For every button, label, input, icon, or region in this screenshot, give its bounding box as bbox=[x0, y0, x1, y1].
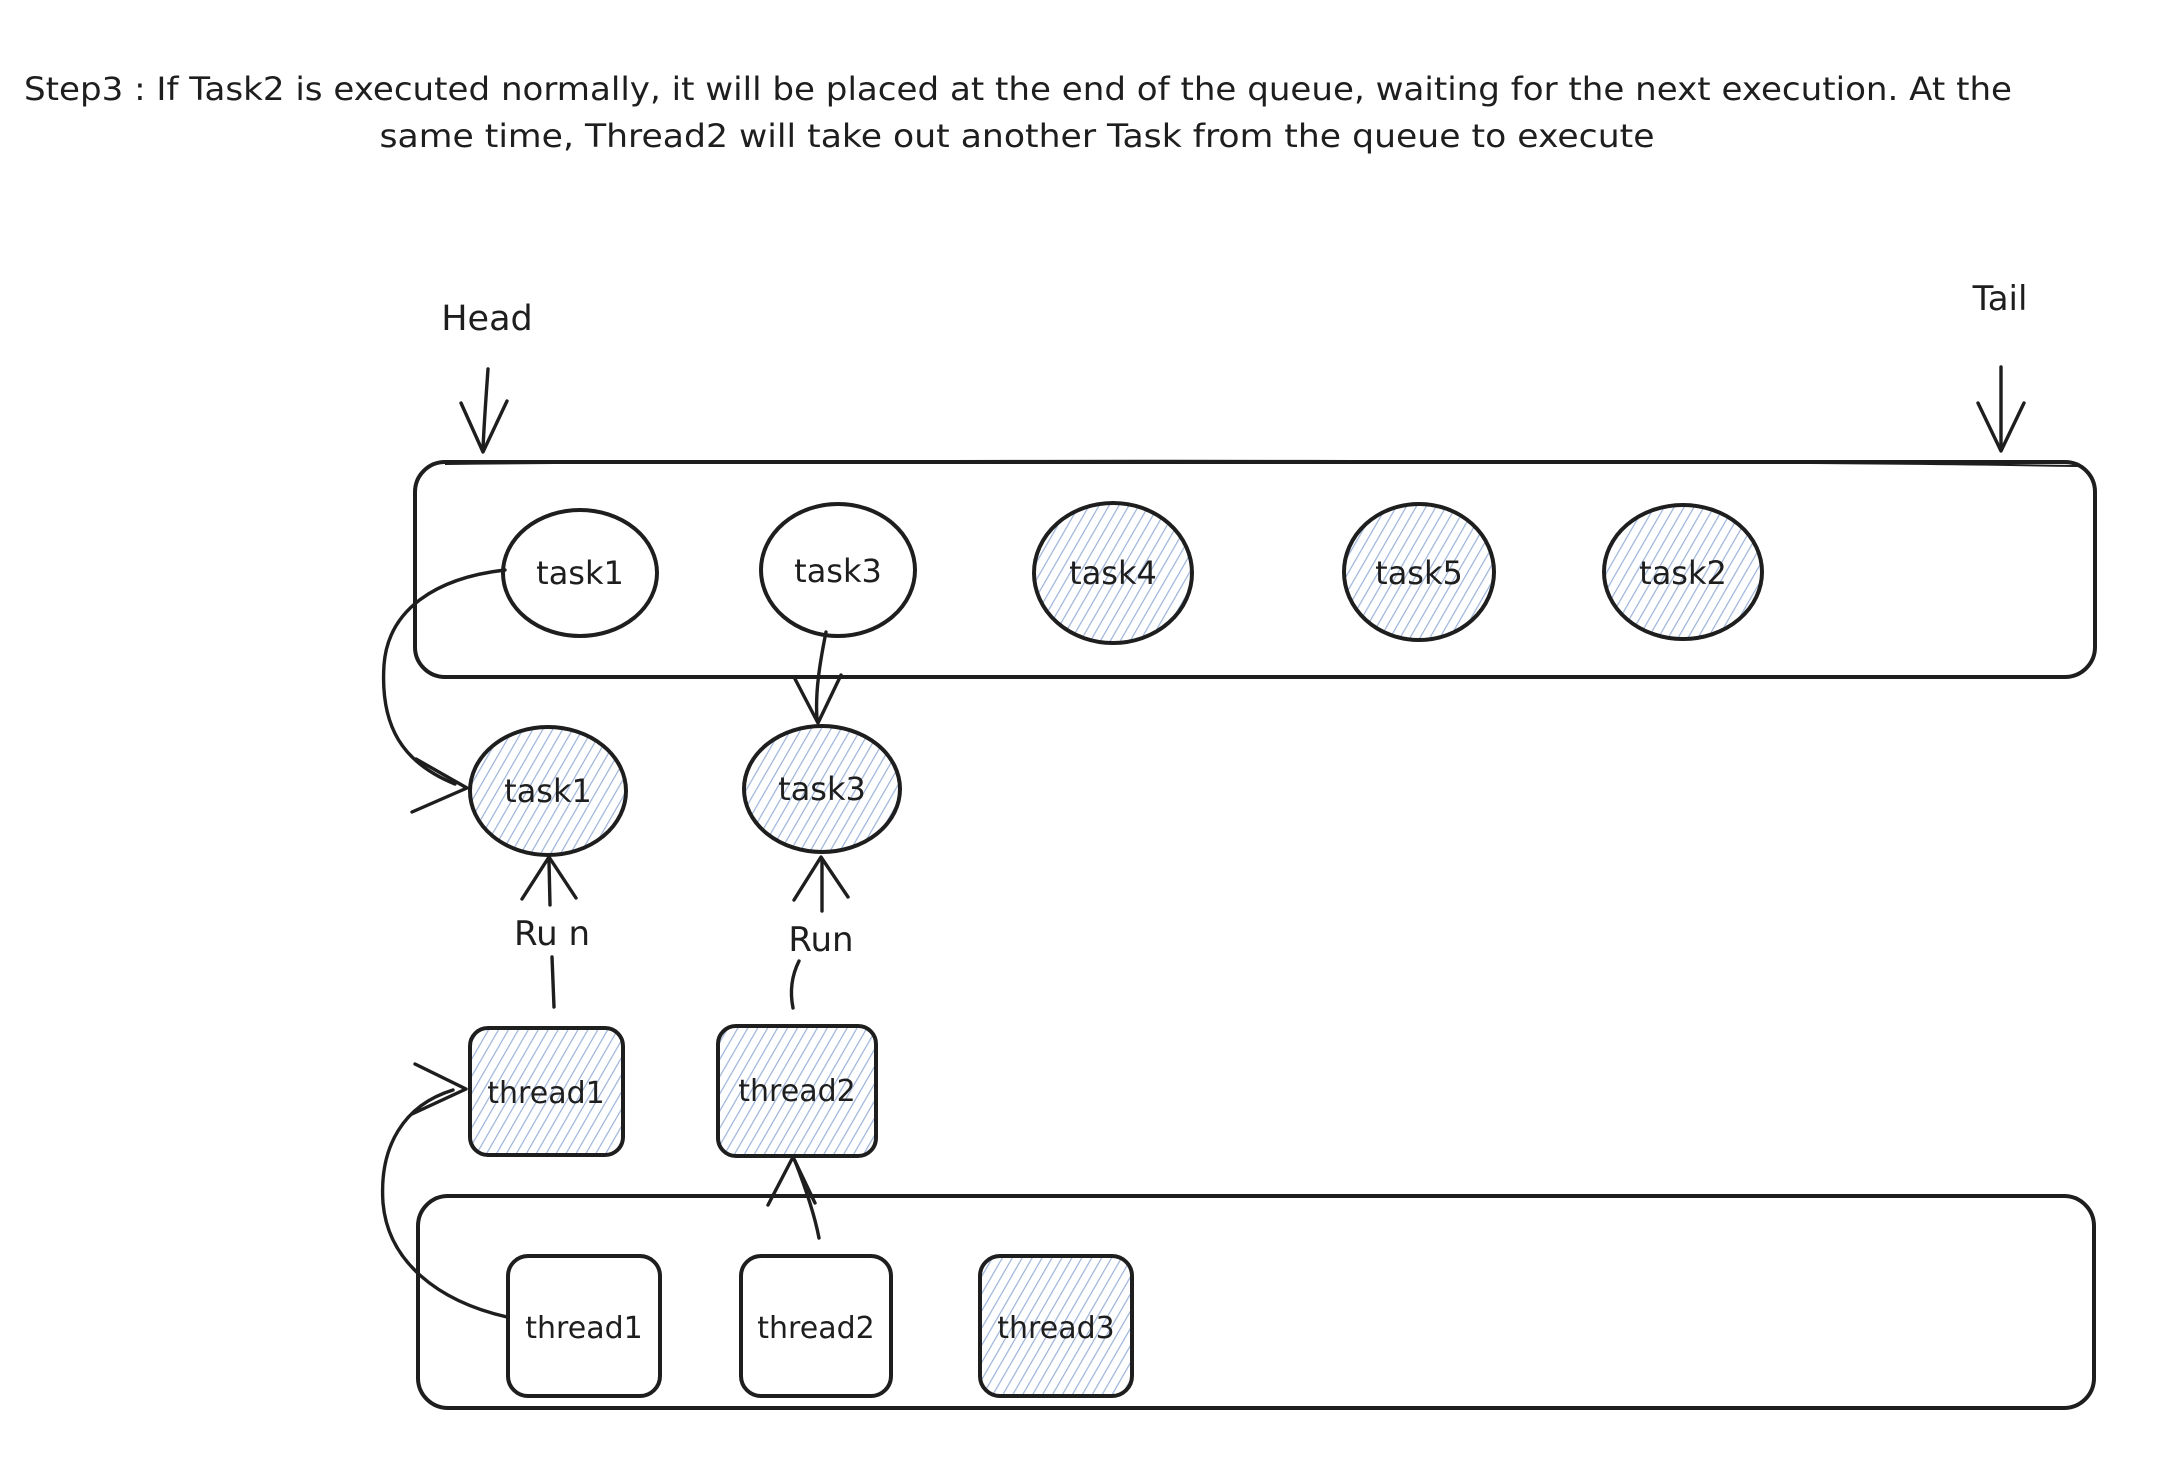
running-node-task1-label: task1 bbox=[504, 772, 592, 810]
running-thread2-box bbox=[716, 1024, 878, 1158]
thread-pool-container bbox=[416, 1194, 2096, 1410]
thread1-reuse-arrow-head bbox=[410, 1062, 468, 1116]
queue-node-task5-label: task5 bbox=[1375, 554, 1463, 592]
running-thread1-box bbox=[468, 1026, 625, 1157]
queue-node-task3-label: task3 bbox=[794, 552, 882, 590]
pool-thread2-box bbox=[739, 1254, 893, 1398]
running-node-task3 bbox=[742, 724, 902, 854]
queue-node-task1-label: task1 bbox=[536, 554, 624, 592]
dequeue-arrows bbox=[381, 568, 843, 814]
running-tasks: task1 task3 Ru n Run thread1 thread2 bbox=[468, 724, 902, 1158]
task-queue-top-sketch-line bbox=[444, 459, 2079, 467]
run-label-task3: Run bbox=[788, 920, 853, 960]
queue-node-task2-label: task2 bbox=[1639, 554, 1727, 592]
dequeue-task1-arrow bbox=[381, 568, 507, 786]
run-connector-task1 bbox=[550, 955, 556, 1009]
title-line-2: same time, Thread2 will take out another… bbox=[380, 117, 1655, 155]
running-node-task1 bbox=[468, 725, 628, 857]
head-pointer-arrow-stem bbox=[481, 367, 490, 451]
dequeue-task3-arrow bbox=[814, 630, 828, 721]
head-label: Head bbox=[441, 299, 533, 339]
dequeue-task1-arrow-head bbox=[410, 757, 469, 814]
pool-thread1-label: thread1 bbox=[525, 1311, 642, 1346]
pool-thread2-label: thread2 bbox=[757, 1311, 874, 1346]
queue-node-task3 bbox=[759, 502, 917, 638]
pool-thread1-box bbox=[506, 1254, 662, 1398]
queue-node-task2 bbox=[1602, 503, 1764, 641]
queue-node-task5 bbox=[1342, 502, 1496, 642]
dequeue-task3-arrow-head bbox=[792, 673, 843, 725]
tail-pointer-arrow-head bbox=[1976, 401, 2026, 453]
pool-thread3-label: thread3 bbox=[997, 1311, 1114, 1346]
head-pointer-arrow-head bbox=[459, 399, 509, 454]
queue-node-task1 bbox=[501, 508, 659, 638]
thread2-takeout-arrow-head bbox=[766, 1155, 817, 1207]
title: Step3 : If Task2 is executed normally, i… bbox=[24, 70, 2012, 155]
title-line-1: Step3 : If Task2 is executed normally, i… bbox=[24, 70, 2012, 108]
queue-pointers: Head Tail bbox=[441, 279, 2028, 454]
task-queue-container bbox=[413, 460, 2097, 679]
running-thread2-label: thread2 bbox=[738, 1074, 855, 1109]
running-node-task3-label: task3 bbox=[778, 770, 866, 808]
run-connector-task3 bbox=[789, 959, 801, 1010]
run-label-task1: Ru n bbox=[514, 914, 590, 954]
pool-thread3-box bbox=[978, 1254, 1134, 1398]
run-arrow-task3-head bbox=[792, 855, 850, 902]
task-queue: task1 task3 task4 task5 task2 bbox=[413, 459, 2097, 679]
queue-node-task4 bbox=[1032, 501, 1194, 645]
run-arrow-task1-head bbox=[520, 855, 578, 901]
running-thread1-label: thread1 bbox=[487, 1076, 604, 1111]
thread-pool: thread1 thread2 thread3 bbox=[380, 1062, 2096, 1410]
run-arrow-task1-stem bbox=[547, 859, 552, 907]
tail-label: Tail bbox=[1972, 279, 2028, 319]
queue-node-task4-label: task4 bbox=[1069, 554, 1157, 592]
